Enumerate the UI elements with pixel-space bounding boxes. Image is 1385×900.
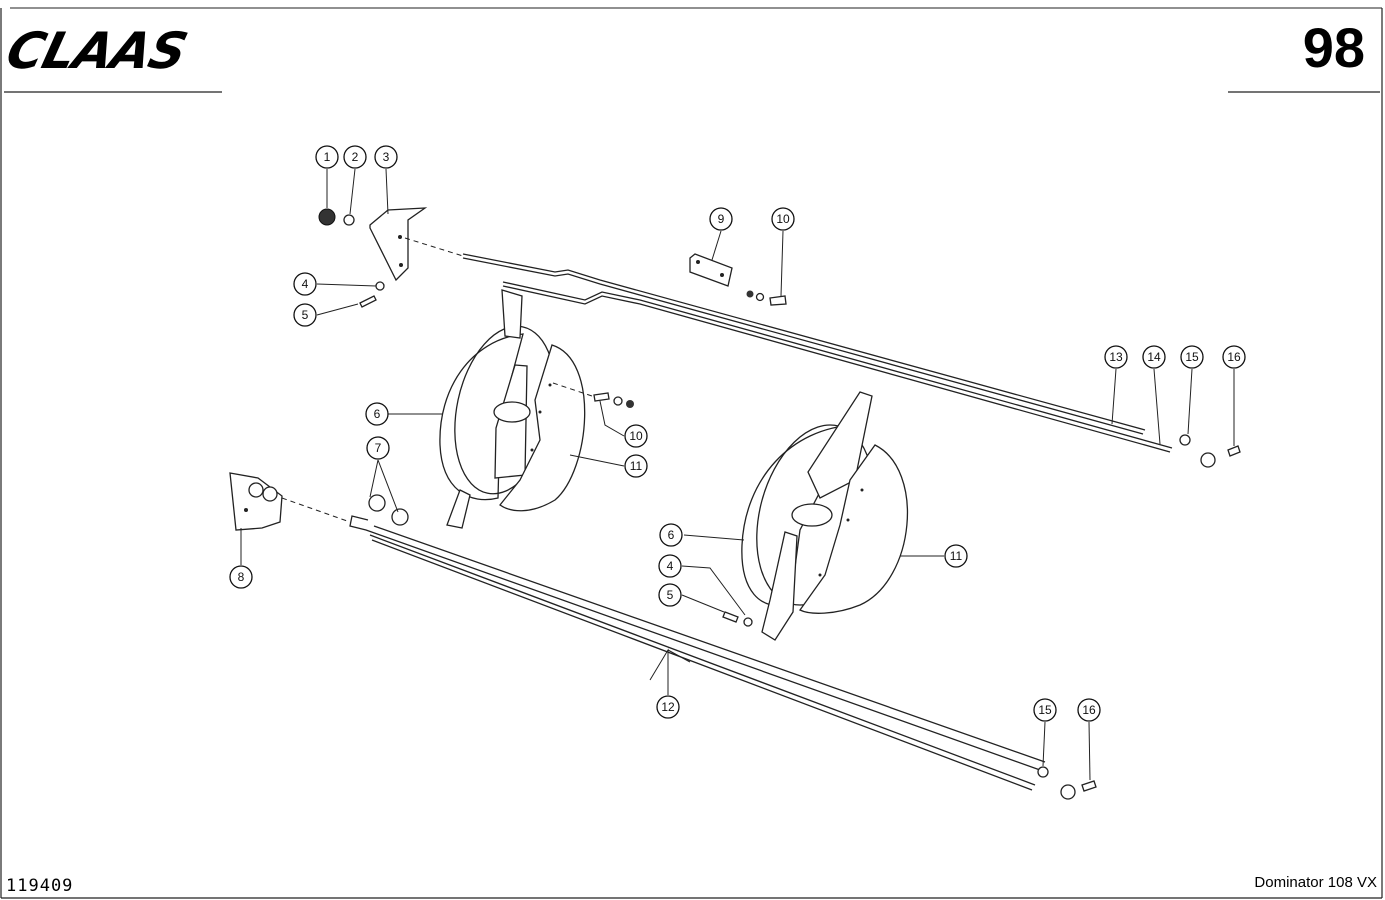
nut-15-lower [1060,784,1076,800]
callout-2: 2 [343,145,367,169]
callout-11: 11 [624,454,648,478]
nut-15-upper [1200,452,1216,468]
callout-label: 12 [661,700,675,714]
callout-label: 15 [1185,350,1199,364]
cap-7-b [391,508,409,526]
callout-label: 10 [776,212,790,226]
callout-6: 6 [659,523,683,547]
assembly-line-disc [552,382,593,397]
disc-6-left [439,289,556,529]
bolt-5 [359,295,377,308]
bracket-9 [689,253,733,287]
bolt-10-upper [769,295,787,306]
callout-label: 3 [383,150,390,164]
callout-8: 8 [229,565,253,589]
washer-4 [375,281,385,291]
callout-16: 16 [1222,345,1246,369]
pin-16-upper [1227,445,1241,457]
washer-10-lower [613,396,623,406]
washer-15-upper [1179,434,1191,446]
washer-10-upper [755,292,765,302]
callout-3: 3 [374,145,398,169]
callout-label: 4 [302,277,309,291]
callout-label: 2 [352,150,359,164]
callout-7: 7 [366,436,390,460]
page-number: 98 [1302,16,1365,79]
callout-label: 9 [718,212,725,226]
callout-9: 9 [709,207,733,231]
callout-label: 14 [1147,350,1161,364]
callout-5: 5 [658,583,682,607]
callout-14: 14 [1142,345,1166,369]
callout-label: 16 [1082,703,1096,717]
cap-7-a [368,494,386,512]
callout-label: 1 [324,150,331,164]
callout-15: 15 [1033,698,1057,722]
rod-12 [349,515,1046,791]
callout-16: 16 [1077,698,1101,722]
callout-4: 4 [658,554,682,578]
model-name: Dominator 108 VX [1254,874,1377,891]
bracket-8 [229,472,283,531]
callout-1: 1 [315,145,339,169]
pin-16-lower [1081,780,1097,792]
callout-label: 4 [667,559,674,573]
callout-4: 4 [293,272,317,296]
callout-label: 15 [1038,703,1052,717]
nut-2 [343,214,355,226]
callout-label: 16 [1227,350,1241,364]
callout-label: 13 [1109,350,1123,364]
leader-lines [240,168,1235,781]
rod-13 [462,253,1146,435]
callout-12: 12 [656,695,680,719]
callout-13: 13 [1104,345,1128,369]
bolt-10-lower [593,392,610,402]
cap-nut-1 [318,208,336,226]
callout-label: 5 [302,308,309,322]
rod-14 [502,281,1173,453]
callout-label: 11 [950,549,963,563]
callout-label: 5 [667,588,674,602]
callout-6: 6 [365,402,389,426]
callout-10: 10 [771,207,795,231]
callout-label: 11 [630,459,643,473]
callout-label: 7 [375,441,382,455]
nut-10-lower [626,400,634,408]
nut-10-upper [746,290,754,298]
callout-label: 6 [374,407,381,421]
washer-4-right [743,617,753,627]
washer-15-lower [1037,766,1049,778]
bolt-5-right [722,611,739,623]
callout-label: 6 [668,528,675,542]
callout-5: 5 [293,303,317,327]
document-number: 119409 [6,876,74,896]
callout-15: 15 [1180,345,1204,369]
assembly-line-bracket [404,237,464,257]
callout-label: 10 [629,429,643,443]
assembly-line-bracket-8 [281,497,351,523]
callout-label: 8 [238,570,245,584]
bracket-3 [369,207,428,282]
shield-11-right [799,444,909,614]
callout-11: 11 [944,544,968,568]
callout-10: 10 [624,424,648,448]
